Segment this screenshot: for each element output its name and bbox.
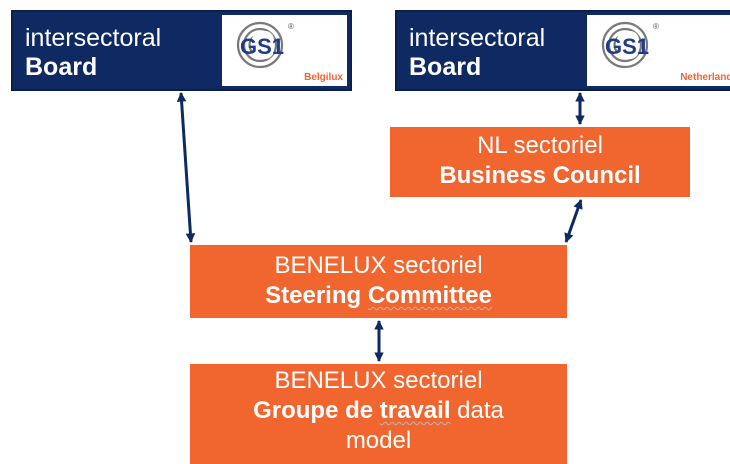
workgroup-line2-part1: Groupe de	[253, 397, 380, 424]
steering-line2-part1: Steering	[265, 282, 368, 309]
board-belgilux-title: intersectoral	[25, 24, 162, 52]
gs1-registered-mark: ®	[288, 22, 294, 31]
gs1-region-label: Belgilux	[304, 72, 343, 83]
arrow-council-to-steering	[564, 199, 583, 243]
board-netherlands: intersectoral Board GS1 ® Netherlands	[395, 10, 730, 91]
gs1-logo-icon: GS1 ®	[236, 21, 294, 69]
gs1-belgilux-logo: GS1 ® Belgilux	[222, 15, 347, 86]
gs1-registered-mark: ®	[653, 22, 659, 31]
workgroup-box: BENELUX sectoriel Groupe de travail data…	[190, 364, 567, 464]
workgroup-line2-part2: travail	[379, 397, 451, 424]
gs1-logo-icon: GS1 ®	[601, 21, 659, 69]
gs1-region-label: Netherlands	[680, 72, 730, 83]
board-belgilux-subtitle: Board	[25, 53, 98, 81]
nl-council-line1: NL sectoriel	[477, 132, 603, 159]
nl-business-council-box: NL sectoriel Business Council	[390, 127, 690, 197]
workgroup-line3: model	[345, 427, 412, 454]
steering-committee-box: BENELUX sectoriel Steering Committee	[190, 245, 567, 318]
workgroup-line2: Groupe de travail data	[190, 396, 567, 426]
workgroup-line1: BENELUX sectoriel	[274, 367, 483, 394]
board-netherlands-title: intersectoral	[409, 24, 546, 52]
steering-line2: Steering Committee	[190, 281, 567, 311]
board-netherlands-subtitle: Board	[409, 53, 482, 81]
steering-line1: BENELUX sectoriel	[274, 252, 483, 279]
board-belgilux: intersectoral Board GS1 ® Belgilux	[11, 10, 352, 91]
arrow-belgilux-board-to-steering	[176, 92, 196, 243]
gs1-logo-text: GS1	[240, 34, 284, 59]
gs1-netherlands-logo: GS1 ® Netherlands	[587, 15, 730, 86]
steering-line2-part2: Committee	[367, 282, 492, 309]
workgroup-line2-part3: data	[450, 397, 504, 424]
gs1-logo-text: GS1	[605, 34, 649, 59]
nl-council-line2: Business Council	[439, 162, 641, 189]
